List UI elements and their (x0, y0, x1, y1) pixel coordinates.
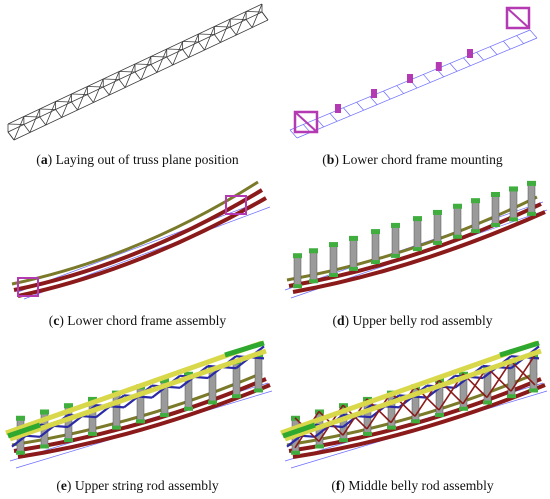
middle-belly-rod-drawing (280, 340, 548, 469)
upper-belly-rod-drawing (284, 180, 548, 299)
caption-f: (f) Middle belly rod assembly (331, 478, 494, 493)
caption-b: (b) Lower chord frame mounting (322, 152, 503, 167)
caption-d: (d) Upper belly rod assembly (332, 313, 493, 328)
truss-plane-drawing (7, 3, 269, 141)
lower-chord-mounting-drawing (289, 6, 538, 139)
panel-c-diagram (0, 172, 275, 307)
panel-b-diagram (275, 0, 550, 150)
upper-string-rod-drawing (5, 340, 273, 469)
lower-chord-assembly-drawing (11, 180, 271, 300)
caption-a: (a) Laying out of truss plane position (36, 152, 239, 167)
caption-c: (c) Lower chord frame assembly (48, 313, 227, 328)
panel-a-diagram (0, 0, 275, 150)
panel-e-diagram (0, 333, 275, 473)
panel-f-diagram (275, 333, 550, 473)
caption-e: (e) Upper string rod assembly (56, 478, 219, 493)
panel-d-diagram (275, 172, 550, 307)
